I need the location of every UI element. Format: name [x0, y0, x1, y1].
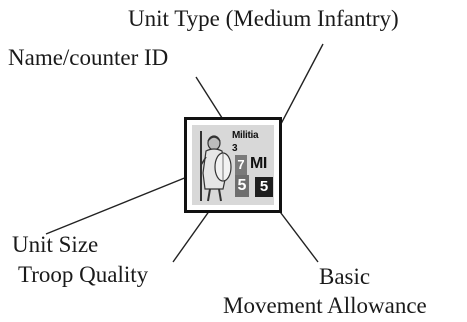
unit-type-value: MI — [250, 155, 267, 172]
unit-size-label: Unit Size — [12, 232, 99, 257]
unit-counter: Militia 3 7 MI 5 5 — [184, 117, 282, 213]
counter-id: 3 — [232, 143, 238, 154]
unit-type-label: Unit Type (Medium Infantry) — [128, 6, 399, 31]
name-counter-id-label: Name/counter ID — [8, 45, 169, 70]
counter-face: Militia 3 7 MI 5 5 — [192, 125, 274, 205]
troop-quality-label: Troop Quality — [18, 262, 149, 287]
troop-quality-value: 5 — [235, 175, 249, 197]
basic-label: Basic — [319, 264, 371, 289]
unit-size-value: 7 — [235, 155, 247, 175]
infantry-soldier-icon — [200, 131, 232, 202]
counter-name: Militia — [232, 130, 259, 141]
movement-allowance-value: 5 — [255, 177, 273, 197]
movement-allowance-label: Movement Allowance — [223, 293, 427, 318]
